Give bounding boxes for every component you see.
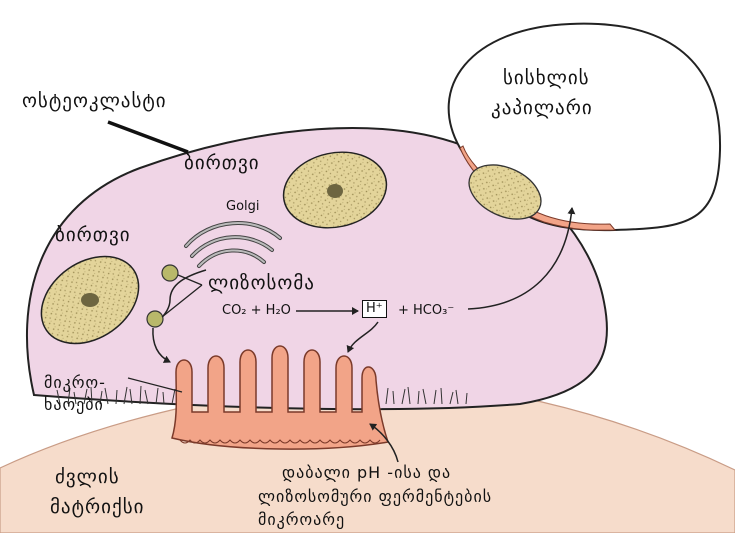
lysosome-1	[162, 265, 178, 281]
bone-matrix-label-line2: მატრიქსი	[50, 494, 144, 520]
osteoclast-label: ოსტეოკლასტი	[22, 88, 167, 114]
bicarbonate-label: + HCO₃⁻	[398, 303, 454, 319]
reaction-reactants: CO₂ + H₂O	[222, 303, 291, 319]
lysosome-2	[147, 311, 163, 327]
osteoclast-pointer	[108, 122, 188, 152]
low-ph-label-line2: ლიზოსომური ფერმენტების	[258, 486, 492, 507]
nucleus-label-left: ბირთვი	[55, 222, 131, 248]
golgi-label: Golgi	[226, 199, 260, 215]
proton-label: H⁺	[362, 300, 387, 318]
capillary-label-line2: კაპილარი	[491, 95, 593, 121]
microvilli-label-line2: ხაოები	[44, 394, 104, 415]
microvilli-label-line1: მიკრო-	[44, 372, 106, 393]
low-ph-label-line3: მიკროარე	[258, 509, 345, 530]
lysosome-label: ლიზოსომა	[208, 270, 315, 296]
low-ph-label-line1: დაბალი pH -ისა და	[282, 462, 451, 483]
bone-matrix-label-line1: ძვლის	[55, 464, 120, 490]
proton-box: H⁺	[362, 300, 387, 318]
nucleus-label-top: ბირთვი	[184, 150, 260, 176]
capillary-label-line1: სისხლის	[503, 65, 590, 91]
